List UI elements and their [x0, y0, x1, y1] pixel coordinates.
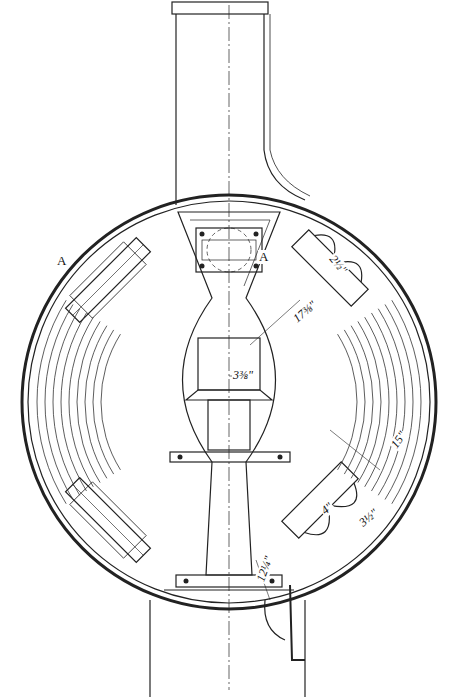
dimension-label: 3½"	[356, 506, 381, 530]
ring-stroke	[338, 334, 357, 470]
ring-stroke	[351, 326, 373, 479]
ring-stroke	[101, 334, 120, 470]
ring-stroke	[77, 321, 100, 482]
region-letter: A	[56, 254, 67, 268]
ring-stroke	[37, 300, 66, 503]
ring-stroke	[69, 317, 93, 487]
ring-stroke	[344, 330, 365, 474]
dimension-label: 17⅜"	[290, 298, 320, 326]
ring-stroke	[358, 321, 381, 482]
region-letter: A	[258, 250, 269, 264]
ring-stroke	[392, 300, 421, 503]
ring-stroke	[61, 313, 87, 491]
ring-stroke	[93, 330, 114, 474]
ring-stroke	[371, 313, 397, 491]
ring-stroke	[365, 317, 389, 487]
dimension-label: 3⅜"	[232, 369, 254, 382]
ring-stroke	[85, 326, 107, 479]
dimension-label: 15"	[388, 428, 410, 451]
